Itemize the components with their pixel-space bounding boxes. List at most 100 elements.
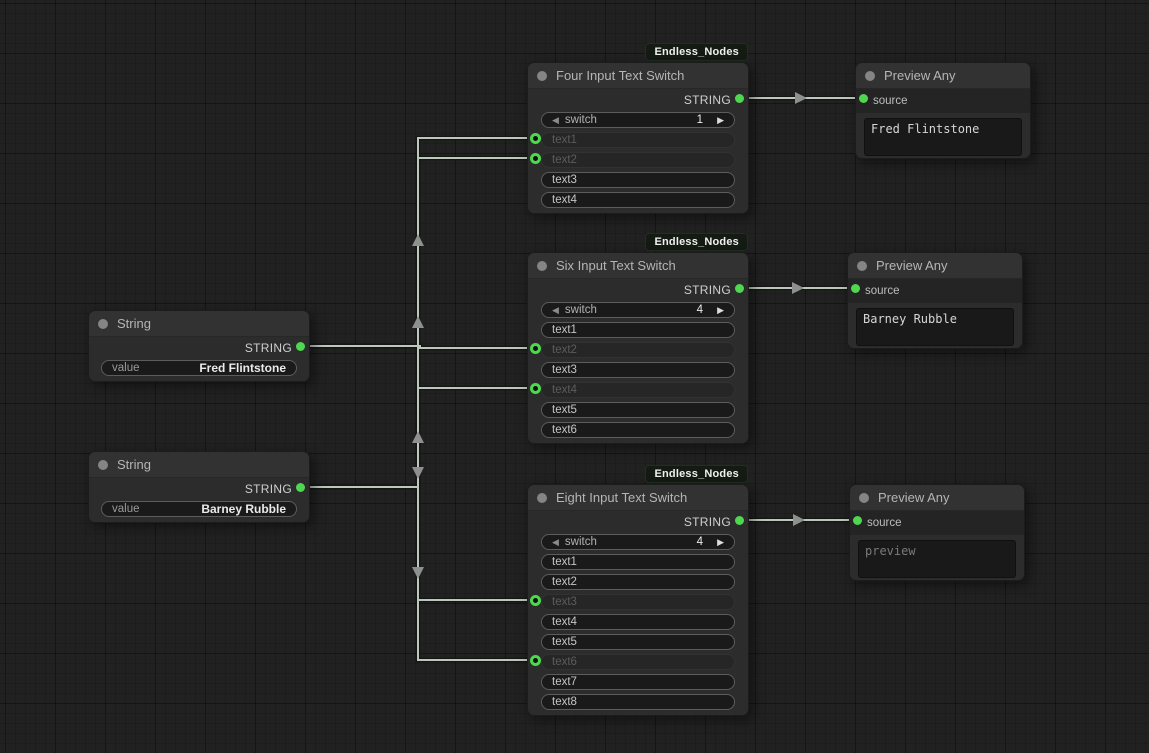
widget-text3[interactable]: text3: [541, 172, 735, 188]
string-output-port[interactable]: [735, 94, 744, 103]
collapse-dot-icon[interactable]: [537, 70, 547, 81]
collapse-dot-icon[interactable]: [857, 260, 867, 271]
node-titlebar[interactable]: Four Input Text Switch: [528, 63, 748, 89]
wire-string1-to-four-text1: [303, 137, 535, 347]
arrow-up-icon: [412, 431, 424, 443]
source-input-label: source: [867, 517, 902, 529]
text4-input-port[interactable]: [530, 383, 541, 394]
decrement-icon[interactable]: ◀: [552, 304, 559, 315]
text2-input-port[interactable]: [530, 343, 541, 354]
text3-input-port[interactable]: [530, 595, 541, 606]
node-titlebar[interactable]: String: [89, 452, 309, 478]
widget-text3[interactable]: text3: [541, 362, 735, 378]
node-badge: Endless_Nodes: [645, 233, 748, 251]
output-row: STRING: [528, 279, 748, 300]
wire-string2-to-four-text2: [303, 157, 535, 488]
preview-text[interactable]: Fred Flintstone: [864, 118, 1022, 156]
text1-input-port[interactable]: [530, 133, 541, 144]
node-string-2[interactable]: String STRING value Barney Rubble: [88, 451, 310, 523]
switch-label: switch: [564, 114, 597, 126]
widget-text2[interactable]: text2: [541, 342, 735, 358]
switch-value: 1: [696, 114, 704, 126]
widget-text4[interactable]: text4: [541, 192, 735, 208]
widget-text5[interactable]: text5: [541, 634, 735, 650]
node-preview-any-2[interactable]: Preview Any source Barney Rubble: [847, 252, 1023, 349]
widget-text4[interactable]: text4: [541, 382, 735, 398]
node-title: Preview Any: [876, 258, 948, 273]
collapse-dot-icon[interactable]: [537, 260, 547, 271]
switch-widget[interactable]: ◀ switch 4 ▶: [541, 302, 735, 318]
increment-icon[interactable]: ▶: [717, 536, 724, 547]
widget-text6[interactable]: text6: [541, 654, 735, 670]
string-output-port[interactable]: [735, 284, 744, 293]
widget-text8[interactable]: text8: [541, 694, 735, 710]
collapse-dot-icon[interactable]: [98, 459, 108, 470]
node-preview-any-1[interactable]: Preview Any source Fred Flintstone: [855, 62, 1031, 159]
increment-icon[interactable]: ▶: [717, 114, 724, 125]
node-titlebar[interactable]: Preview Any: [850, 485, 1024, 511]
node-title: String: [117, 457, 151, 472]
value-widget[interactable]: value Fred Flintstone: [101, 360, 297, 376]
collapse-dot-icon[interactable]: [865, 70, 875, 81]
widget-label: value: [112, 503, 140, 515]
text6-input-port[interactable]: [530, 655, 541, 666]
collapse-dot-icon[interactable]: [98, 318, 108, 329]
value-widget[interactable]: value Barney Rubble: [101, 501, 297, 517]
node-four-input-text-switch[interactable]: Four Input Text Switch STRING ◀ switch 1…: [527, 62, 749, 214]
node-title: Preview Any: [884, 68, 956, 83]
node-title: Preview Any: [878, 490, 950, 505]
preview-text[interactable]: Barney Rubble: [856, 308, 1014, 346]
widget-text2[interactable]: text2: [541, 152, 735, 168]
node-eight-input-text-switch[interactable]: Eight Input Text Switch STRING ◀ switch …: [527, 484, 749, 716]
widget-text5[interactable]: text5: [541, 402, 735, 418]
node-six-input-text-switch[interactable]: Six Input Text Switch STRING ◀ switch 4 …: [527, 252, 749, 444]
node-titlebar[interactable]: Six Input Text Switch: [528, 253, 748, 279]
increment-icon[interactable]: ▶: [717, 304, 724, 315]
switch-widget[interactable]: ◀ switch 4 ▶: [541, 534, 735, 550]
string-output-port[interactable]: [735, 516, 744, 525]
source-input-port[interactable]: [859, 94, 868, 103]
source-input-label: source: [873, 95, 908, 107]
decrement-icon[interactable]: ◀: [552, 536, 559, 547]
node-preview-any-3[interactable]: Preview Any source preview: [849, 484, 1025, 581]
preview-text[interactable]: preview: [858, 540, 1016, 578]
node-string-1[interactable]: String STRING value Fred Flintstone: [88, 310, 310, 382]
node-titlebar[interactable]: Eight Input Text Switch: [528, 485, 748, 511]
string-output-port[interactable]: [296, 483, 305, 492]
source-input-row: source: [848, 279, 1022, 303]
output-label: STRING: [244, 340, 292, 355]
node-titlebar[interactable]: Preview Any: [856, 63, 1030, 89]
node-titlebar[interactable]: String: [89, 311, 309, 337]
arrow-right-icon: [795, 92, 807, 104]
collapse-dot-icon[interactable]: [859, 492, 869, 503]
widget-text6[interactable]: text6: [541, 422, 735, 438]
widget-text4[interactable]: text4: [541, 614, 735, 630]
switch-label: switch: [564, 536, 597, 548]
widget-text1[interactable]: text1: [541, 132, 735, 148]
wire-string2-to-eight-text6: [303, 486, 535, 661]
node-titlebar[interactable]: Preview Any: [848, 253, 1022, 279]
switch-value: 4: [696, 304, 704, 316]
string-output-port[interactable]: [296, 342, 305, 351]
arrow-right-icon: [793, 514, 805, 526]
node-title: String: [117, 316, 151, 331]
wire-string1-to-eight-text3: [303, 345, 535, 601]
switch-widget[interactable]: ◀ switch 1 ▶: [541, 112, 735, 128]
widget-text3[interactable]: text3: [541, 594, 735, 610]
source-input-label: source: [865, 285, 900, 297]
source-input-port[interactable]: [851, 284, 860, 293]
node-badge: Endless_Nodes: [645, 465, 748, 483]
text2-input-port[interactable]: [530, 153, 541, 164]
widget-text7[interactable]: text7: [541, 674, 735, 690]
output-row: STRING: [89, 337, 309, 358]
widget-text1[interactable]: text1: [541, 322, 735, 338]
widget-text1[interactable]: text1: [541, 554, 735, 570]
output-row: STRING: [528, 511, 748, 532]
decrement-icon[interactable]: ◀: [552, 114, 559, 125]
widget-value: Fred Flintstone: [199, 361, 286, 375]
widget-text2[interactable]: text2: [541, 574, 735, 590]
output-label: STRING: [244, 481, 292, 496]
collapse-dot-icon[interactable]: [537, 492, 547, 503]
source-input-port[interactable]: [853, 516, 862, 525]
